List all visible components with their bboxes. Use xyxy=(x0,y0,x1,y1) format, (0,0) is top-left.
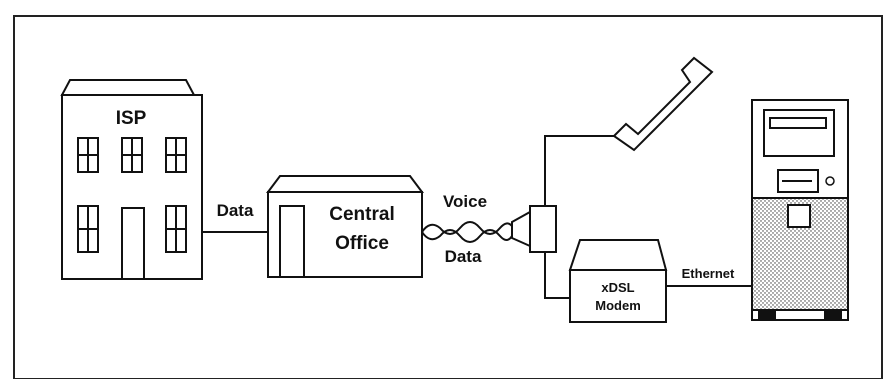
isp-to-co-label: Data xyxy=(217,201,254,220)
co-label-line1: Central xyxy=(329,204,394,225)
central-office-icon xyxy=(268,176,422,192)
isp-label: ISP xyxy=(116,108,147,129)
modem-label-line2: Modem xyxy=(595,298,641,313)
central-office: Central Office xyxy=(268,176,422,277)
isp-building: ISP xyxy=(62,80,202,279)
splitter-to-phone-line xyxy=(545,136,614,206)
twisted-pair-top-label: Voice xyxy=(443,192,487,211)
computer-tower-icon xyxy=(752,100,848,320)
twisted-pair-bottom-label: Data xyxy=(445,247,482,266)
building-icon xyxy=(62,80,194,95)
twisted-pair xyxy=(422,222,512,242)
xdsl-modem: xDSL Modem xyxy=(570,240,666,322)
modem-label-line1: xDSL xyxy=(601,280,634,295)
splitter-icon xyxy=(512,206,556,252)
modem-icon xyxy=(570,240,666,270)
splitter-to-modem-line xyxy=(545,252,570,298)
telephone-handset-icon xyxy=(614,58,712,150)
modem-to-pc-label: Ethernet xyxy=(682,266,735,281)
co-label-line2: Office xyxy=(335,233,389,254)
